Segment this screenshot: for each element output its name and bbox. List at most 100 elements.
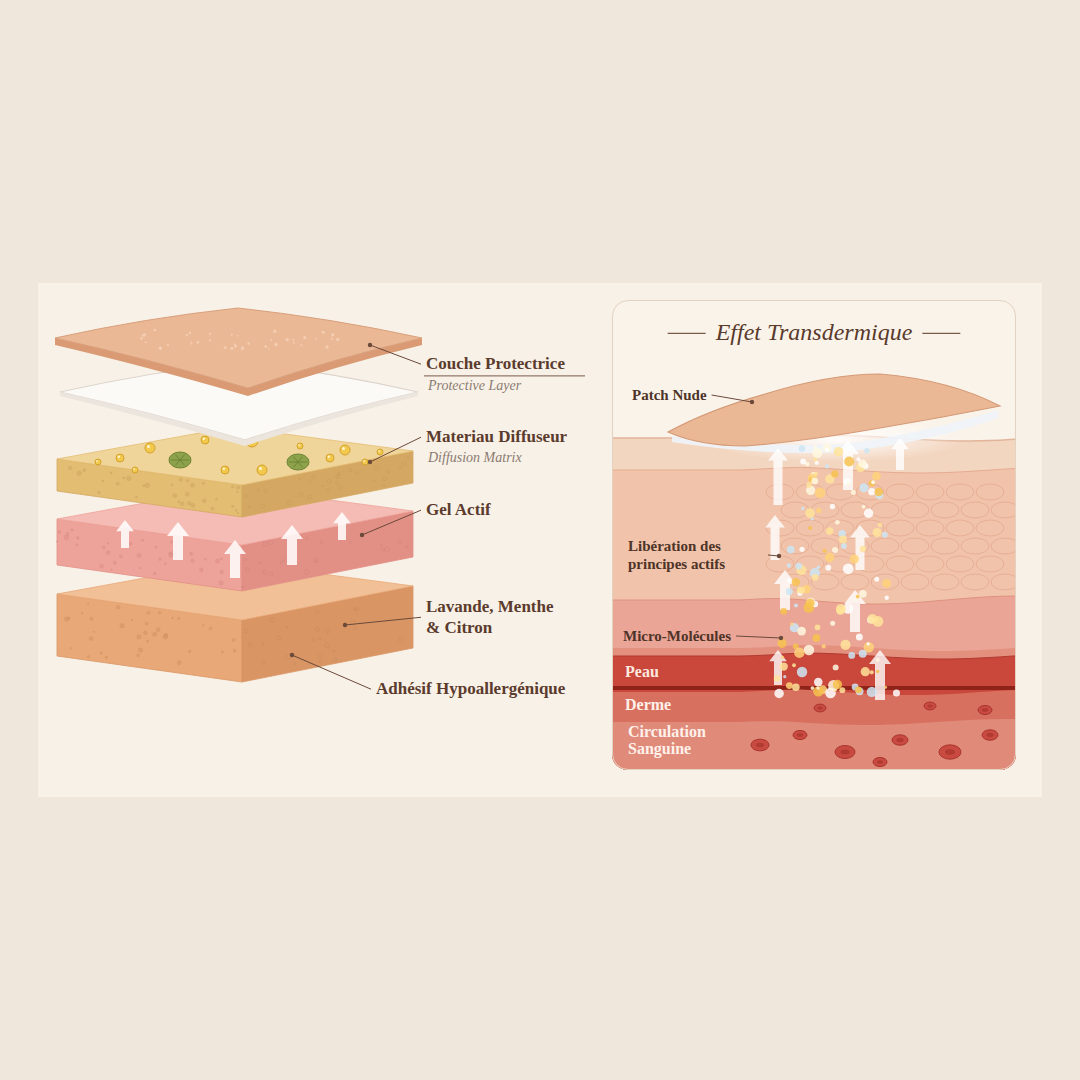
speckle	[135, 496, 137, 498]
patch-texture	[331, 338, 333, 340]
micro-molecule	[774, 675, 780, 681]
patch-texture	[153, 329, 156, 332]
herb-vein	[289, 462, 298, 463]
skin-cell	[901, 538, 929, 554]
skin-cell	[976, 520, 1004, 536]
patch-texture	[234, 345, 237, 348]
speckle	[177, 661, 181, 665]
title-dash	[922, 333, 960, 334]
micro-molecule	[882, 579, 891, 588]
micro-molecule	[839, 535, 847, 543]
micro-molecule	[840, 640, 850, 650]
micro-molecule	[799, 445, 805, 451]
micro-molecule	[874, 488, 883, 497]
patch-texture	[303, 336, 306, 339]
speckle	[179, 478, 183, 482]
speckle	[143, 631, 147, 635]
micro-molecule	[872, 472, 881, 481]
micro-molecule	[859, 590, 867, 598]
speckle	[402, 462, 406, 466]
micro-molecule	[813, 634, 821, 642]
blood-cell	[892, 735, 908, 745]
speckle	[169, 553, 173, 557]
speckle	[158, 611, 161, 614]
speckle	[245, 568, 249, 572]
speckle	[147, 611, 150, 614]
panel-box: Effet Transdermique	[612, 300, 1016, 770]
speckle	[380, 544, 382, 546]
speckle	[66, 532, 69, 535]
oil-shine	[259, 467, 262, 470]
blood-cell	[751, 739, 769, 751]
micro-molecule	[867, 614, 877, 624]
speckle	[120, 623, 125, 628]
micro-molecule	[814, 678, 823, 687]
micro-molecule	[832, 547, 838, 553]
lower-epidermis	[612, 596, 1016, 770]
micro-molecule	[876, 658, 880, 662]
speckle	[143, 485, 145, 487]
patch-texture	[237, 335, 239, 337]
oil-shine	[147, 445, 150, 448]
blood-cell-center	[927, 705, 932, 708]
speckle	[220, 558, 222, 560]
oil-drop	[377, 449, 383, 455]
speckle	[326, 489, 330, 493]
patch-texture	[189, 332, 192, 335]
micro-molecule	[774, 689, 783, 698]
micro-molecule	[794, 603, 798, 607]
skin-cell	[976, 556, 1004, 572]
micro-molecule	[804, 645, 815, 656]
speckle	[113, 561, 116, 564]
oil-shine	[328, 456, 330, 458]
speckle	[244, 629, 248, 633]
leader-dot	[290, 653, 294, 657]
layer-name: Materiau Diffuseur	[426, 427, 567, 447]
skin-cell	[991, 502, 1016, 518]
micro-molecule	[871, 480, 875, 484]
patch-texture	[264, 345, 267, 348]
micro-molecule	[777, 639, 786, 648]
skin-cell	[766, 556, 794, 572]
skin-cell	[781, 538, 809, 554]
speckle	[263, 570, 268, 575]
herb-vein	[180, 460, 185, 465]
patch-texture	[325, 345, 328, 348]
skin-cell	[961, 538, 989, 554]
micro-molecule	[825, 464, 829, 468]
skin-cell	[946, 556, 974, 572]
blood-cell-center	[756, 743, 764, 748]
speckle	[293, 662, 296, 665]
leader-dot	[777, 554, 781, 558]
speckle	[353, 627, 357, 631]
oil-drop	[201, 436, 209, 444]
speckle	[71, 529, 74, 532]
speckle	[123, 477, 125, 479]
speckle	[152, 632, 156, 636]
speckle	[111, 569, 113, 571]
blood-band	[612, 719, 1016, 770]
speckle	[338, 472, 341, 475]
speckle	[299, 492, 303, 496]
patch-texture	[270, 339, 272, 341]
speckle	[156, 628, 160, 632]
micro-molecule	[787, 579, 791, 583]
blood-cell-center	[841, 750, 850, 755]
micro-molecule	[811, 478, 818, 485]
patch-texture	[268, 348, 270, 350]
herb-vein	[294, 457, 299, 462]
speckle	[286, 626, 288, 628]
micro-molecule	[834, 447, 844, 457]
patch-texture	[286, 338, 290, 342]
patch-texture	[274, 343, 277, 346]
part-label: Patch Nude	[632, 386, 707, 404]
speckle	[280, 562, 282, 564]
oil-shine	[96, 460, 98, 462]
speckle	[178, 501, 180, 503]
speckle	[163, 635, 168, 640]
oil-shine	[118, 456, 120, 458]
patch-texture	[315, 338, 317, 340]
speckle	[343, 623, 347, 627]
up-arrow	[768, 448, 788, 505]
speckle	[107, 542, 109, 544]
